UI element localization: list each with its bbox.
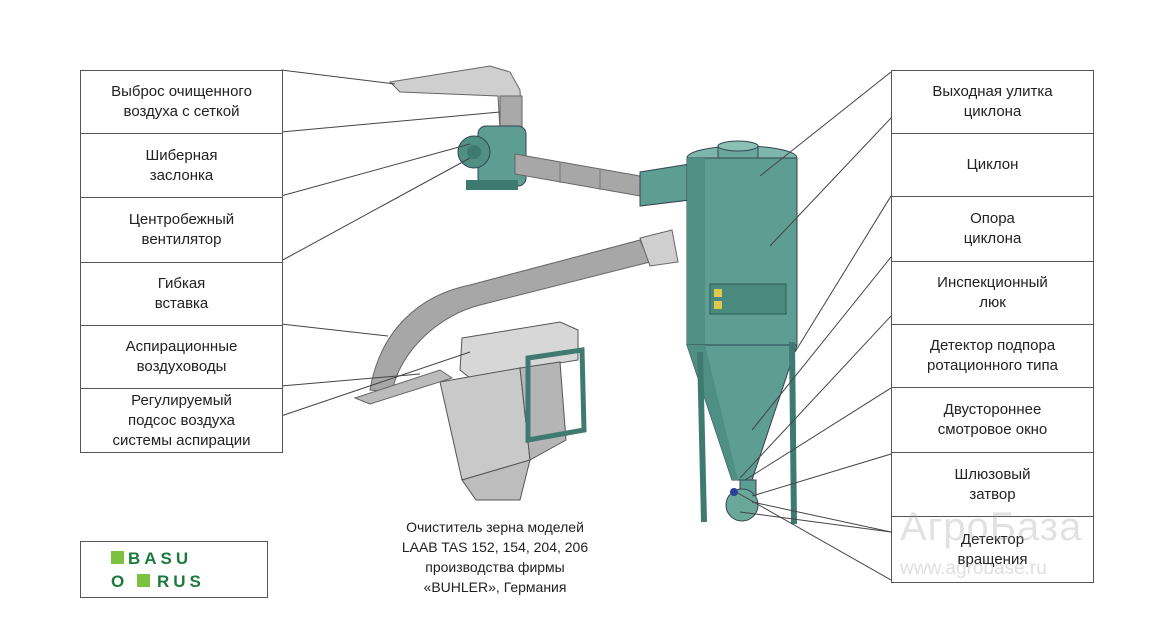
label-cyclone-outlet: Выходная улитка циклона — [932, 83, 1053, 120]
basu-rus-logo: BASU O RUS — [80, 541, 268, 598]
aspiration-duct — [369, 229, 679, 393]
label-backpressure-detector: Детектор подпора ротационного типа — [892, 324, 1093, 387]
label-cyclone: Циклон — [892, 133, 1093, 196]
logo-line-2: RUS — [157, 572, 205, 591]
label-airlock: Шлюзовый затвор — [892, 452, 1093, 516]
label-cyclone-support: Опора циклона — [892, 196, 1093, 261]
label-exhaust-outlet: Выброс очищенного воздуха с сеткой — [111, 83, 252, 120]
label-air-intake: Регулируемый подсос воздуха системы аспи… — [81, 388, 282, 452]
model-caption: Очиститель зерна моделей LAAB TAS 152, 1… — [401, 519, 589, 595]
cyclone-illustration — [639, 140, 798, 525]
label-aspiration-ducts: Аспирационные воздуховоды — [81, 325, 282, 388]
grain-cleaner-illustration — [353, 321, 587, 501]
right-labels-column: Выходная улитка циклона Циклон Опора цик… — [891, 70, 1094, 583]
logo-graphic: BASU O RUS — [111, 549, 205, 591]
label-flexible-insert: Гибкая вставка — [81, 262, 282, 325]
left-labels-column: Выброс очищенного воздуха с сеткой Шибер… — [80, 70, 283, 453]
leader-lines-left — [280, 69, 501, 417]
watermark-url: www.agrobase.ru — [900, 558, 1047, 579]
label-centrifugal-fan: Центробежный вентилятор — [81, 197, 282, 262]
logo-line-1: BASU — [128, 549, 192, 568]
label-damper: Шиберная заслонка — [81, 133, 282, 197]
leader-lines-right — [735, 71, 892, 581]
svg-text:O: O — [111, 572, 128, 591]
watermark-text: АгроБаза — [900, 505, 1083, 549]
upper-air-duct — [514, 153, 641, 197]
label-rotation-detector: Детектор вращения — [892, 516, 1093, 582]
label-sight-glass: Двустороннее смотровое окно — [892, 387, 1093, 452]
label-inspection-hatch: Инспекционный люк — [892, 261, 1093, 324]
